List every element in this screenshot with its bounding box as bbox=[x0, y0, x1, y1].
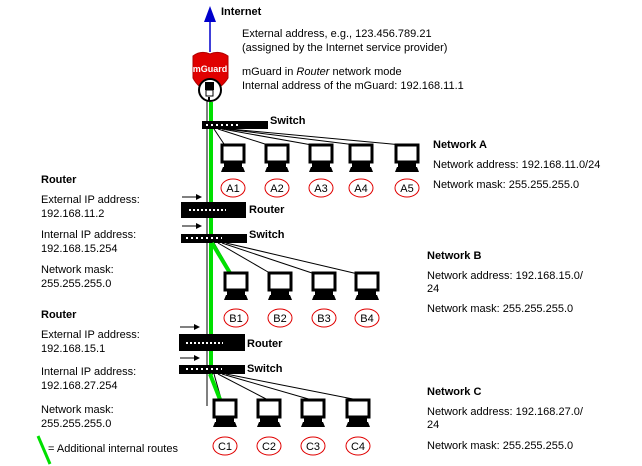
mguard-internal-address: Internal address of the mGuard: 192.168.… bbox=[242, 80, 464, 92]
node-circle bbox=[264, 178, 290, 198]
node-label-c4: C4 bbox=[351, 441, 365, 453]
node-circle bbox=[308, 178, 334, 198]
legend-text: = Additional internal routes bbox=[48, 443, 178, 455]
mguard-mode-prefix: mGuard in bbox=[242, 66, 297, 78]
network-c-address-cont: 24 bbox=[427, 419, 440, 431]
internet-arrow-icon bbox=[204, 6, 216, 52]
computer-b4-icon bbox=[354, 271, 380, 300]
computer-a1-icon bbox=[220, 143, 246, 172]
computer-c2-icon bbox=[256, 398, 282, 427]
computer-a3-icon bbox=[308, 143, 334, 172]
legend-green-line-icon bbox=[36, 435, 52, 465]
node-circle bbox=[354, 308, 380, 328]
router-2-label: Router bbox=[247, 338, 283, 350]
node-circle bbox=[345, 436, 371, 456]
router-2-int-label: Internal IP address: bbox=[41, 366, 137, 378]
network-a-mask: Network mask: 255.255.255.0 bbox=[433, 179, 580, 191]
external-address-note: (assigned by the Internet service provid… bbox=[242, 42, 448, 54]
switch-c-label: Switch bbox=[247, 363, 283, 375]
node-circle bbox=[300, 436, 326, 456]
node-label-a3: A3 bbox=[314, 183, 327, 195]
network-b-title: Network B bbox=[427, 250, 482, 262]
mguard-mode-name: Router bbox=[296, 66, 330, 78]
node-label-c2: C2 bbox=[262, 441, 276, 453]
computer-c4-icon bbox=[345, 398, 371, 427]
node-circle bbox=[348, 178, 374, 198]
node-circle bbox=[267, 308, 293, 328]
router-1-mask-value: 255.255.255.0 bbox=[41, 278, 112, 290]
network-c-title: Network C bbox=[427, 386, 482, 398]
computer-b1-icon bbox=[223, 271, 249, 300]
switch-b-links bbox=[213, 242, 359, 275]
router-1-int-value: 192.168.15.254 bbox=[41, 243, 118, 255]
router-2-mask-label: Network mask: bbox=[41, 404, 114, 416]
computer-b3-icon bbox=[311, 271, 337, 300]
router-2-title: Router bbox=[41, 309, 77, 321]
node-label-b2: B2 bbox=[273, 313, 286, 325]
computer-c1-icon bbox=[212, 398, 238, 427]
node-label-b3: B3 bbox=[317, 313, 330, 325]
node-circle bbox=[212, 436, 238, 456]
computer-a2-icon bbox=[264, 143, 290, 172]
node-label-a4: A4 bbox=[354, 183, 367, 195]
mguard-device-icon: mGuard bbox=[192, 51, 229, 102]
route-green-b1 bbox=[210, 241, 232, 275]
node-label-b1: B1 bbox=[229, 313, 242, 325]
switch-a-label: Switch bbox=[270, 115, 306, 127]
external-address: External address, e.g., 123.456.789.21 bbox=[242, 28, 432, 40]
router-2-ext-label: External IP address: bbox=[41, 329, 140, 341]
computer-a4-icon bbox=[348, 143, 374, 172]
route-green-c1 bbox=[208, 373, 223, 403]
router-1-ext-value: 192.168.11.2 bbox=[41, 208, 105, 220]
network-c-mask: Network mask: 255.255.255.0 bbox=[427, 440, 574, 452]
mguard-mode: mGuard in Router network mode bbox=[242, 66, 402, 79]
network-b-address: Network address: 192.168.15.0/ bbox=[427, 270, 583, 282]
node-circle bbox=[220, 178, 246, 198]
router-1-ext-label: External IP address: bbox=[41, 194, 140, 206]
mguard-badge: mGuard bbox=[193, 64, 228, 74]
switch-b-icon bbox=[181, 223, 247, 243]
router-2-mask-value: 255.255.255.0 bbox=[41, 418, 112, 430]
switch-a-icon bbox=[202, 121, 268, 129]
switch-c-links bbox=[213, 373, 359, 403]
router-2-int-value: 192.168.27.254 bbox=[41, 380, 118, 392]
network-a-title: Network A bbox=[433, 139, 487, 151]
computer-b2-icon bbox=[267, 271, 293, 300]
node-circle bbox=[256, 436, 282, 456]
router-1-mask-label: Network mask: bbox=[41, 264, 114, 276]
switch-c-icon bbox=[179, 355, 245, 374]
network-a-address: Network address: 192.168.11.0/24 bbox=[433, 159, 601, 171]
node-circle bbox=[311, 308, 337, 328]
router-1-label: Router bbox=[249, 204, 285, 216]
node-label-c1: C1 bbox=[218, 441, 232, 453]
mguard-mode-suffix: network mode bbox=[329, 66, 402, 78]
switch-b-label: Switch bbox=[249, 229, 285, 241]
router-2-ext-value: 192.168.15.1 bbox=[41, 343, 106, 355]
router-1-int-label: Internal IP address: bbox=[41, 229, 137, 241]
node-circle bbox=[394, 178, 420, 198]
node-label-a1: A1 bbox=[226, 183, 239, 195]
network-b-address-cont: 24 bbox=[427, 283, 440, 295]
node-circle bbox=[223, 308, 249, 328]
router-1-title: Router bbox=[41, 174, 77, 186]
switch-a-links bbox=[213, 128, 403, 146]
node-label-c3: C3 bbox=[306, 441, 320, 453]
router-2-icon bbox=[179, 324, 245, 351]
network-c-address: Network address: 192.168.27.0/ bbox=[427, 406, 583, 418]
node-label-b4: B4 bbox=[360, 313, 373, 325]
network-b-mask: Network mask: 255.255.255.0 bbox=[427, 303, 574, 315]
node-label-a2: A2 bbox=[270, 183, 283, 195]
computer-c3-icon bbox=[300, 398, 326, 427]
router-1-icon bbox=[181, 194, 246, 218]
computer-a5-icon bbox=[394, 143, 420, 172]
node-label-a5: A5 bbox=[400, 183, 413, 195]
internet-title: Internet bbox=[221, 6, 262, 18]
